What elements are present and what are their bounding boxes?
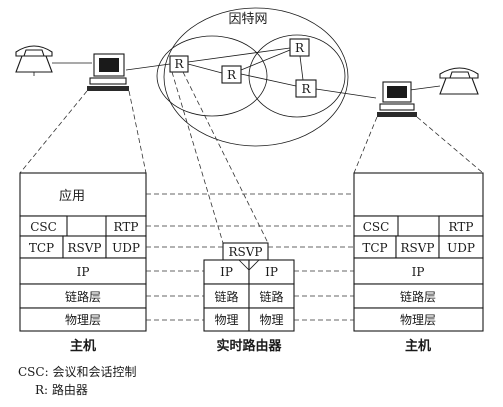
layer-physical-left: 物理层 [65, 313, 101, 327]
legend-r: R: 路由器 [35, 382, 88, 397]
layer-udp-right: UDP [447, 241, 475, 255]
telephone-icon-left [15, 45, 53, 76]
layer-link-left: 链路层 [65, 289, 101, 304]
router-node-2: R [221, 65, 242, 84]
router-layer-link-left: 链路 [214, 289, 238, 304]
layer-link-right: 链路层 [400, 289, 436, 304]
layer-csc-left: CSC [30, 220, 57, 234]
layer-rsvp-right: RSVP [401, 241, 435, 255]
layer-rtp-right: RTP [449, 220, 474, 234]
host-caption-right: 主机 [405, 338, 431, 354]
computer-icon-left [87, 53, 129, 91]
router-layer-ip-right: IP [265, 265, 278, 279]
layer-app-left: 应用 [59, 188, 85, 204]
router-node-4: R [295, 79, 317, 98]
expansion-dashed-lines [19, 71, 484, 244]
legend-csc: CSC: 会议和会话控制 [18, 365, 136, 379]
legend: CSC: 会议和会话控制 R: 路由器 [18, 365, 136, 397]
layer-tcp-right: TCP [362, 241, 387, 255]
layer-csc-right: CSC [363, 220, 390, 234]
router-layer-ip-left: IP [220, 265, 233, 279]
layer-ip-left: IP [77, 265, 90, 279]
computer-icon-right [377, 81, 417, 117]
internet-cloud: 因特网 R R R R [125, 7, 377, 147]
internet-label: 因特网 [228, 12, 267, 27]
svg-text:R: R [295, 41, 305, 55]
layer-rsvp-left: RSVP [68, 241, 102, 255]
router-layer-physical-left: 物理 [214, 313, 238, 327]
svg-text:R: R [174, 57, 184, 71]
layer-rtp-left: RTP [114, 220, 139, 234]
host-stack-right: CSC RTP TCP RSVP UDP IP 链路层 物理层 主机 [353, 172, 484, 354]
router-layer-rsvp: RSVP [229, 245, 263, 259]
router-layer-physical-right: 物理 [259, 313, 283, 327]
router-stack: RSVP IP IP 链路 链路 物理 物理 实时路由器 [203, 242, 295, 354]
router-caption: 实时路由器 [216, 338, 282, 354]
peer-dashed-connectors [146, 193, 354, 321]
router-node-3: R [289, 38, 310, 57]
router-layer-link-right: 链路 [259, 289, 283, 304]
telephone-icon-right [439, 67, 479, 95]
layer-ip-right: IP [412, 265, 425, 279]
router-node-1: R [169, 55, 189, 73]
router-links [125, 47, 377, 99]
host-stack-left: 应用 CSC RTP TCP RSVP UDP IP 链路层 物理层 主机 [19, 172, 147, 354]
host-caption-left: 主机 [70, 338, 96, 354]
layer-physical-right: 物理层 [400, 313, 436, 327]
layer-tcp-left: TCP [29, 241, 54, 255]
svg-text:R: R [301, 82, 311, 96]
layer-udp-left: UDP [112, 241, 140, 255]
svg-text:R: R [227, 68, 237, 82]
